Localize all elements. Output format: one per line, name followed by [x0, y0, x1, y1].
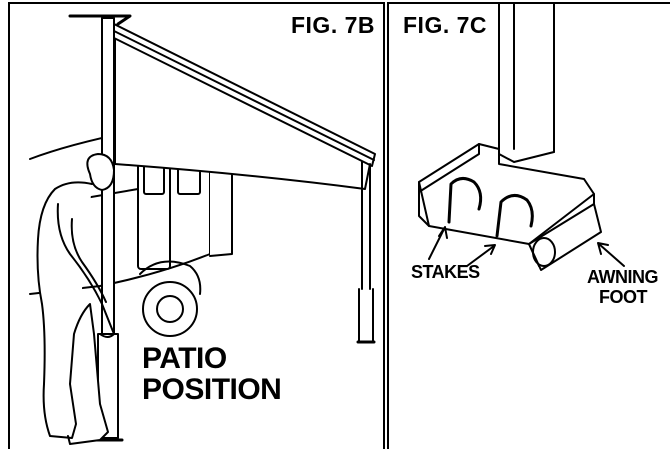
position-label: POSITION	[142, 373, 282, 406]
awning-arm	[498, 4, 555, 155]
stakes-label: STAKES	[411, 262, 480, 282]
stakes-arrow-right	[466, 244, 496, 267]
stakes-arrow-left	[428, 226, 448, 260]
stake-left	[447, 177, 483, 224]
figure-7c-panel: FIG. 7C STAKES AWNING FOOT	[387, 2, 670, 449]
awning-foot-arrow	[597, 242, 625, 267]
figure-7c-title: FIG. 7C	[403, 12, 488, 38]
rv-wheel	[142, 281, 198, 337]
person-head	[86, 153, 115, 191]
awning-foot-illustration	[418, 4, 625, 271]
foot-label: FOOT	[599, 287, 648, 307]
awning-label: AWNING	[587, 267, 659, 287]
foot-bracket	[418, 143, 595, 245]
person-body	[36, 181, 109, 445]
figure-7b-panel: FIG. 7B PATIO POSITION	[8, 2, 385, 449]
patio-label: PATIO	[142, 342, 227, 375]
rv-wheel-well	[139, 260, 202, 295]
awning-fabric	[114, 33, 371, 190]
stake-right	[495, 194, 534, 238]
person-arm	[56, 203, 115, 338]
figure-7b-title: FIG. 7B	[290, 12, 375, 38]
patio-position-illustration	[29, 14, 376, 445]
right-arm	[358, 161, 374, 343]
